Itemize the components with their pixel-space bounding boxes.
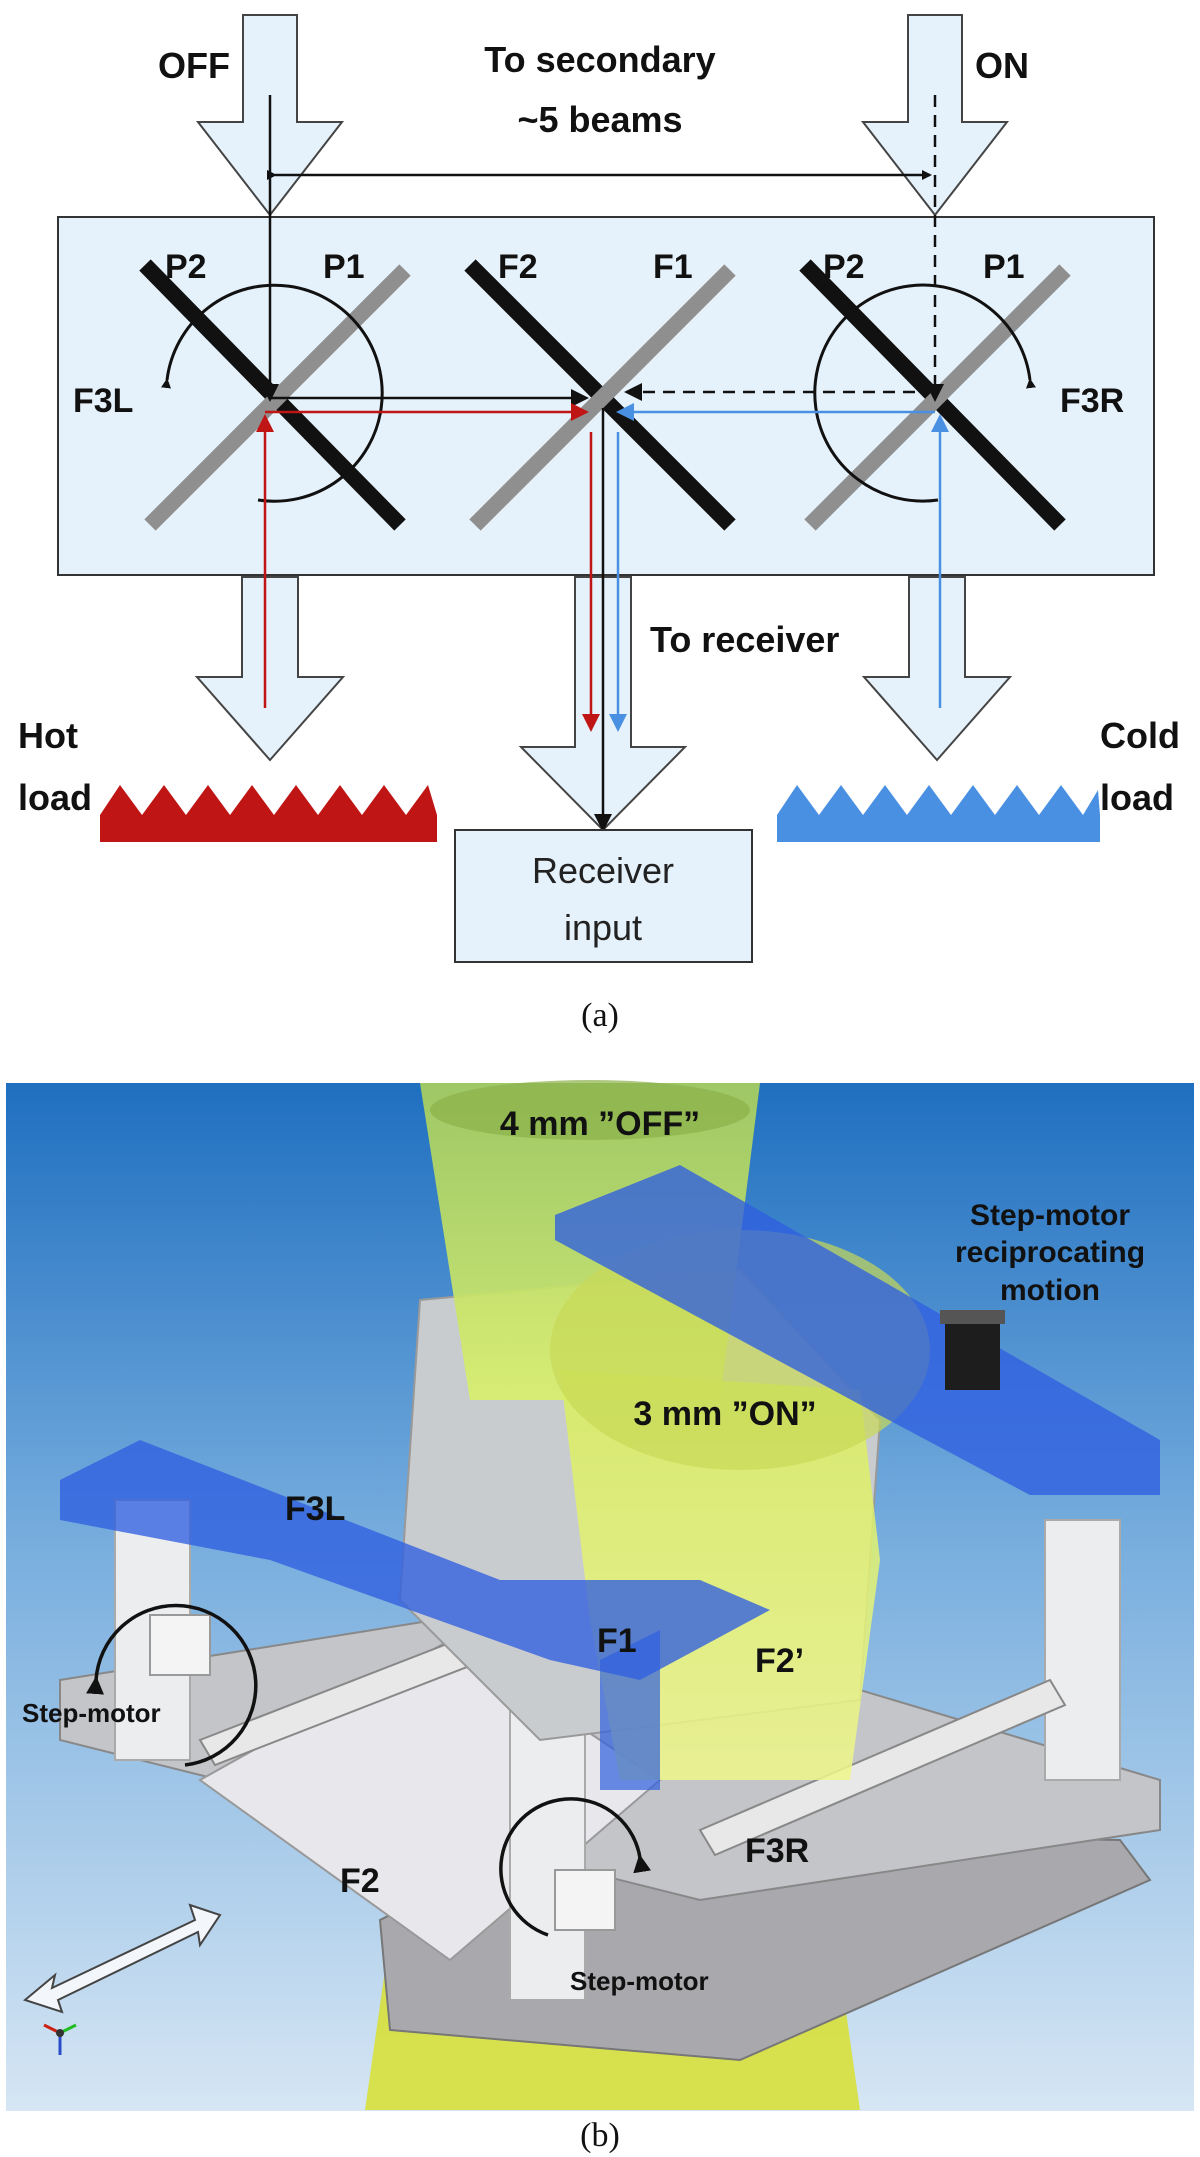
left-motor-label: Step-motor [22,1698,161,1728]
top-motor-label-1: Step-motor [970,1199,1130,1232]
top-motor-label-2: reciprocating [955,1236,1145,1269]
translation-double-arrow [22,1903,222,2014]
bottom-motor-label: Step-motor [570,1966,709,1996]
f1-part-label: F1 [597,1622,637,1660]
off-label: OFF [158,45,230,86]
bottom-motor-rotation-arrow [499,1797,652,1937]
secondary-label-2: ~5 beams [517,99,682,140]
panel-a: OFF ON To secondary ~5 beams P2 P1 F2 F1… [18,14,1180,1034]
hot-load-label-1: Hot [18,715,78,756]
f3r-rotation-arrow [813,283,1036,503]
cold-load-label-2: load [1100,777,1174,818]
receiver-input-box [454,829,753,963]
left-motor-rotation-arrow [86,1603,258,1767]
on-beam-label: 3 mm ”ON” [633,1395,816,1433]
bottom-step-motor-body [554,1869,616,1931]
top-step-motor-cap [940,1310,1005,1324]
receiver-label-1: Receiver [532,850,674,891]
hot-load [100,785,437,842]
top-step-motor [945,1320,1000,1390]
off-beam-label: 4 mm ”OFF” [500,1105,700,1143]
f3l-rotation-arrow [161,283,384,503]
hot-load-label-2: load [18,777,92,818]
cold-load-label-1: Cold [1100,715,1180,756]
f2prime-part-label: F2’ [755,1642,804,1680]
receiver-label-2: input [564,907,642,948]
hot-output-arrow [194,576,346,762]
f3r-part-label: F3R [745,1832,809,1870]
center-f1-label: F1 [653,248,693,286]
left-p2-label: P2 [165,248,207,286]
on-label: ON [975,45,1029,86]
mirror-center-f1 [469,264,736,531]
linear-rail-right [698,1678,1067,1857]
panel-b: 4 mm ”OFF” Step-motor reciprocating moti… [6,1080,1194,2154]
left-p1-label: P1 [323,248,365,286]
caption-a: (a) [581,997,619,1034]
cold-load [777,785,1100,842]
caption-b: (b) [580,2117,620,2154]
f3l-part-label: F3L [285,1490,345,1528]
blue-arm-left [60,1440,770,1680]
top-motor-label-3: motion [1000,1274,1100,1307]
left-step-motor-body [149,1614,211,1676]
axis-triad-icon [43,2023,77,2055]
f3l-label: F3L [73,382,133,420]
pillar-right [1044,1519,1121,1781]
right-p2-label: P2 [823,248,865,286]
to-receiver-label: To receiver [650,619,839,660]
center-f2-label: F2 [498,248,538,286]
pillar-front [509,1699,586,2001]
f3r-label: F3R [1060,382,1124,420]
blue-arm-stub [600,1630,660,1790]
right-p1-label: P1 [983,248,1025,286]
blue-arm-top [555,1165,1160,1495]
f2-part-label: F2 [340,1862,380,1900]
cold-output-arrow [861,576,1013,762]
off-beam-top [430,1080,750,1140]
secondary-label-1: To secondary [484,39,715,80]
